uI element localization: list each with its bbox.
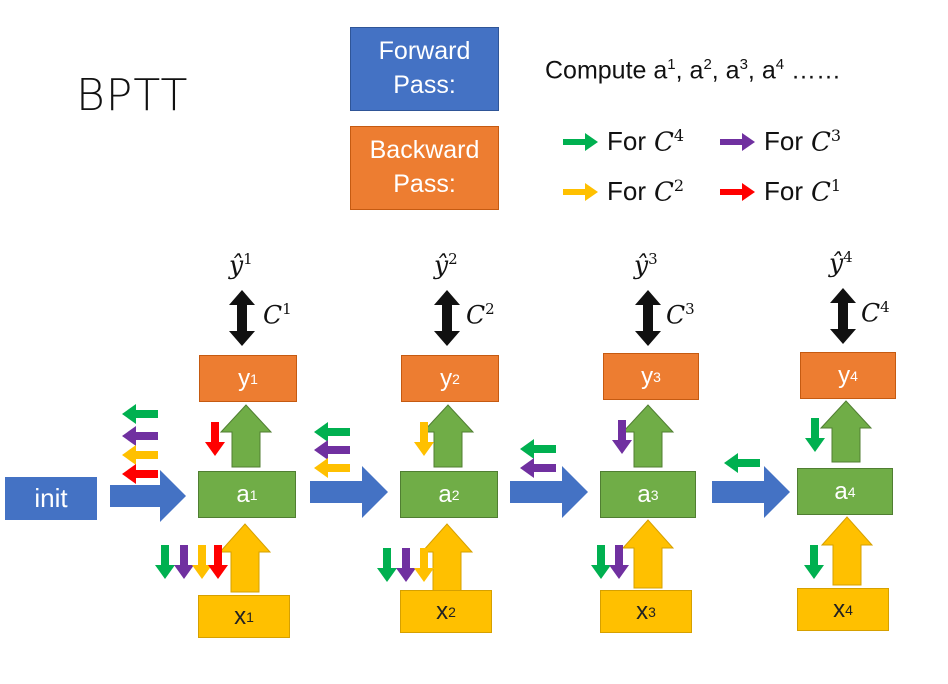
forward-arrow-init (110, 470, 186, 522)
back-left-arrow-c2-step1 (122, 445, 158, 465)
cost-label-1: C1 (263, 300, 292, 330)
backward-pass-line2: Pass: (393, 170, 456, 198)
a-to-y-arrow-4 (819, 400, 873, 463)
down-arrow-c4-x3 (591, 545, 611, 579)
purple-arrow-icon (720, 132, 755, 151)
forward-arrow-1 (310, 466, 388, 518)
legend-item-c3: For C3 (720, 126, 841, 158)
cost-double-arrow-4 (830, 288, 856, 344)
x-to-a-arrow-3 (621, 519, 675, 589)
cost-label-4: C4 (861, 298, 890, 328)
x-to-a-arrow-4 (820, 516, 874, 586)
compute-prefix: Compute a (545, 56, 668, 85)
init-node: init (5, 477, 97, 520)
down-arrow-c3-x3 (609, 545, 629, 579)
legend-var: C (654, 127, 674, 158)
back-left-arrow-c4-step4 (724, 453, 760, 473)
compute-text: Compute a1, a2, a3, a4 …… (545, 56, 842, 85)
cost-double-arrow-2 (434, 290, 460, 346)
back-left-arrow-c2-step2 (314, 458, 350, 478)
yellow-arrow-icon (563, 182, 598, 201)
back-left-arrow-c1-step1 (122, 464, 158, 484)
compute-sup-1: 1 (667, 56, 676, 73)
forward-arrow-2 (510, 466, 588, 518)
back-left-arrow-c3-step3 (520, 458, 556, 478)
down-arrow-c3-x1 (174, 545, 194, 579)
back-left-arrow-c4-step3 (520, 439, 556, 459)
cost-double-arrow-3 (635, 290, 661, 346)
down-arrow-c4-x1 (155, 545, 175, 579)
backward-pass-box: Backward Pass: (350, 126, 499, 210)
compute-sup-2: 2 (703, 56, 712, 73)
legend-item-c1: For C1 (720, 176, 841, 208)
legend-sup: 3 (830, 126, 842, 145)
down-arrow-c2-x2 (414, 548, 434, 582)
green-arrow-icon (563, 132, 598, 151)
a-to-y-arrow-1 (219, 404, 273, 468)
yhat-label-2: ŷ2 (434, 250, 458, 280)
forward-arrow-3 (712, 466, 790, 518)
cost-double-arrow-1 (229, 290, 255, 346)
yhat-label-1: ŷ1 (229, 250, 253, 280)
backward-pass-line1: Backward (369, 136, 480, 164)
legend-sup: 1 (830, 176, 842, 195)
a-to-y-arrow-3 (621, 404, 675, 468)
compute-ellipsis: …… (791, 56, 842, 85)
cost-label-2: C2 (466, 300, 495, 330)
legend-var: C (811, 127, 831, 158)
legend-label: For (607, 176, 646, 207)
yhat-label-3: ŷ3 (634, 250, 658, 280)
cost-label-3: C3 (666, 300, 695, 330)
compute-sup-4: 4 (775, 56, 785, 73)
back-left-arrow-c4-step2 (314, 422, 350, 442)
page-title: BPTT (76, 70, 189, 121)
back-left-arrow-c3-step1 (122, 426, 158, 446)
x-to-a-arrow-1 (218, 523, 272, 593)
down-arrow-c2-x1 (192, 545, 212, 579)
forward-pass-line2: Pass: (393, 71, 456, 99)
down-arrow-c3-x2 (396, 548, 416, 582)
legend-label: For (607, 126, 646, 157)
a-to-y-arrow-2 (421, 404, 475, 468)
forward-pass-line1: Forward (378, 37, 471, 65)
down-arrow-c2-a2 (414, 422, 434, 456)
legend-var: C (654, 177, 674, 208)
down-arrow-c4-a4 (805, 418, 825, 452)
legend-label: For (764, 176, 803, 207)
down-arrow-c3-a3 (612, 420, 632, 454)
down-arrow-c4-x4 (804, 545, 824, 579)
legend-var: C (811, 177, 831, 208)
down-arrow-c1-x1 (208, 545, 228, 579)
legend-sup: 4 (673, 126, 685, 145)
down-arrow-c1-a1 (205, 422, 225, 456)
forward-pass-box: Forward Pass: (350, 27, 499, 111)
back-left-arrow-c3-step2 (314, 440, 350, 460)
legend-label: For (764, 126, 803, 157)
legend-item-c4: For C4 (563, 126, 684, 158)
back-left-arrow-c4-step1 (122, 404, 158, 424)
legend-sup: 2 (673, 176, 685, 195)
yhat-label-4: ŷ4 (829, 248, 853, 278)
down-arrow-c4-x2 (377, 548, 397, 582)
compute-sup-3: 3 (739, 56, 748, 73)
legend-item-c2: For C2 (563, 176, 684, 208)
red-arrow-icon (720, 182, 755, 201)
x-to-a-arrow-2 (420, 523, 474, 593)
